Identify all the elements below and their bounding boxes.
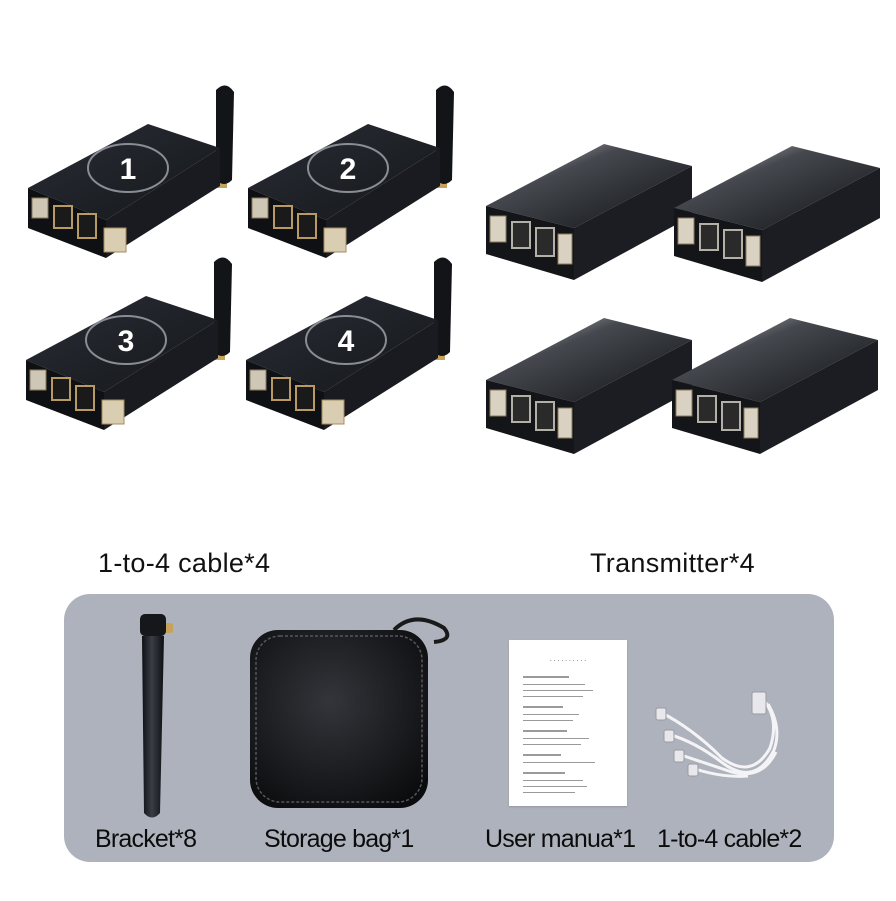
receiver-number: 2 — [340, 153, 357, 186]
storage-bag-icon — [250, 617, 450, 808]
bracket-label: Bracket*8 — [95, 825, 197, 853]
cable-label: 1-to-4 cable*2 — [657, 825, 802, 853]
transmitter-unit — [670, 140, 890, 282]
user-manual-label: User manua*1 — [485, 825, 636, 853]
accessories-panel — [64, 594, 834, 862]
transmitter-unit — [482, 138, 702, 280]
receiver-number: 4 — [338, 325, 355, 358]
manual-icon: · · · · · · · · · · — [509, 640, 627, 806]
transmitter-caption: Transmitter*4 — [590, 548, 755, 578]
receiver-unit: 3 — [18, 250, 248, 430]
storage-bag-label: Storage bag*1 — [264, 825, 414, 853]
manual-title: · · · · · · · · · · — [549, 658, 587, 665]
receiver-unit: 4 — [238, 250, 468, 430]
receiver-number: 1 — [120, 153, 137, 186]
receiver-caption: 1-to-4 cable*4 — [98, 548, 271, 578]
transmitter-unit — [668, 312, 888, 454]
receiver-unit: 2 — [240, 78, 470, 258]
antenna-icon — [140, 614, 173, 818]
receiver-number: 3 — [118, 325, 135, 358]
transmitter-unit — [482, 312, 702, 454]
receiver-unit: 1 — [20, 78, 250, 258]
cable-icon — [655, 691, 779, 778]
